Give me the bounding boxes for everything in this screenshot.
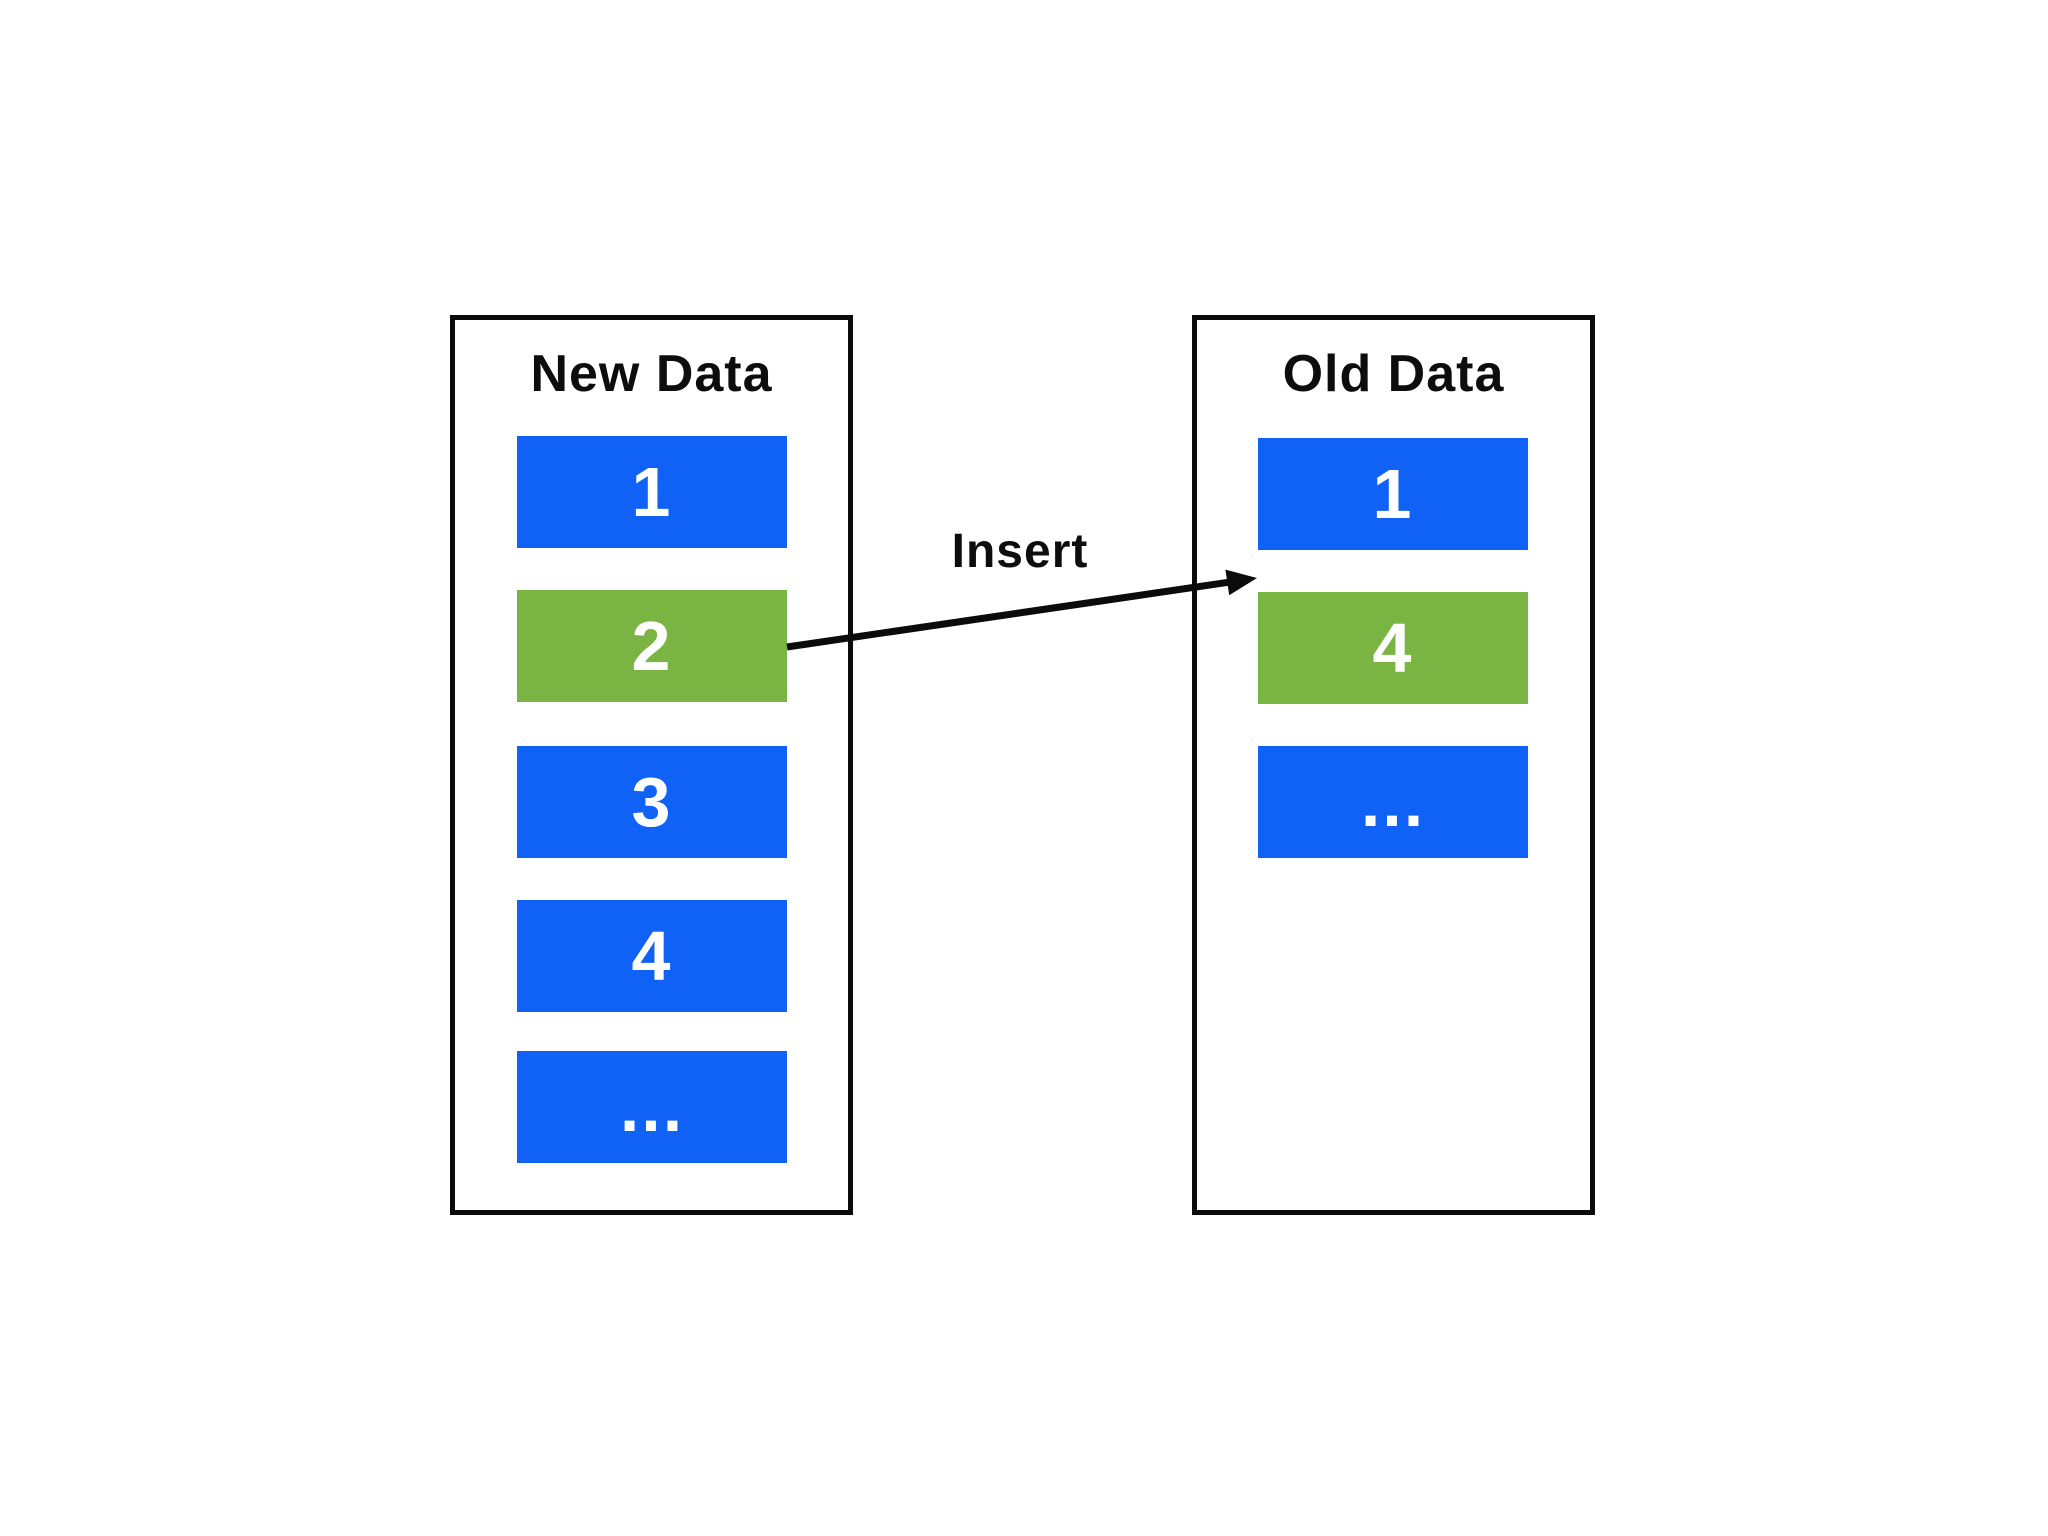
old-data-panel: Old Data 1 4 ...	[1192, 315, 1595, 1215]
new-data-block-3: 3	[517, 746, 787, 858]
new-data-block-2-highlighted: 2	[517, 590, 787, 702]
old-data-block-4-highlighted: 4	[1258, 592, 1528, 704]
new-data-panel: New Data 1 2 3 4 ...	[450, 315, 853, 1215]
old-data-block-1: 1	[1258, 438, 1528, 550]
new-data-panel-title: New Data	[530, 345, 773, 403]
old-data-block-ellipsis: ...	[1258, 746, 1528, 858]
new-data-block-ellipsis: ...	[517, 1051, 787, 1163]
insert-arrow-label: Insert	[951, 525, 1089, 578]
new-data-block-1: 1	[517, 436, 787, 548]
old-data-panel-title: Old Data	[1282, 345, 1505, 403]
new-data-block-4: 4	[517, 900, 787, 1012]
